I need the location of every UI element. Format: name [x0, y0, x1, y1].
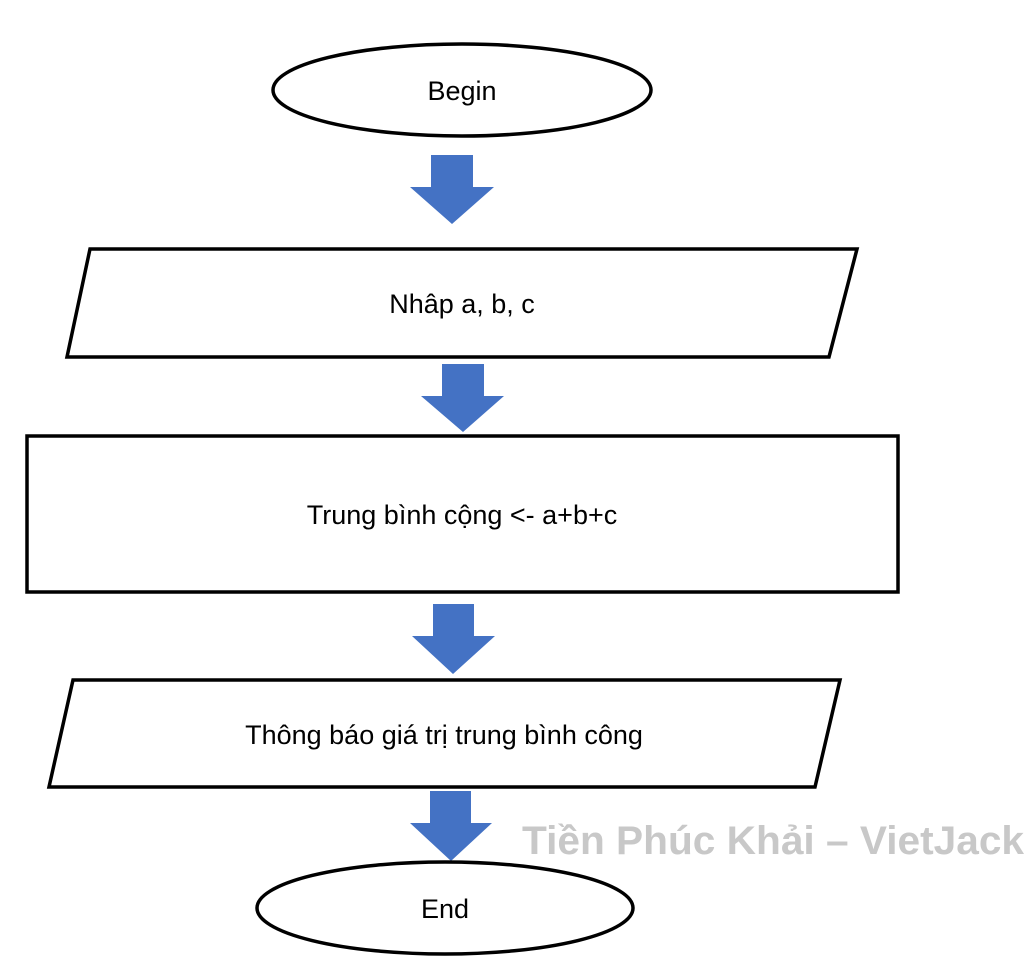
output-node: Thông báo giá trị trung bình công	[46, 678, 843, 789]
output-label: Thông báo giá trị trung bình công	[245, 720, 643, 750]
process-label: Trung bình cộng <- a+b+c	[307, 500, 617, 530]
flow-arrow-2	[421, 364, 504, 432]
watermark-text: Tiền Phúc Khải – VietJack	[522, 819, 1024, 863]
input-node: Nhâp a, b, c	[64, 247, 860, 359]
end-label: End	[421, 894, 469, 924]
begin-terminator-shape	[271, 42, 653, 138]
flow-arrow-3	[412, 604, 495, 674]
begin-node: Begin	[271, 42, 653, 138]
flow-arrow-1	[410, 155, 494, 224]
end-terminator-shape	[255, 860, 635, 956]
begin-label: Begin	[427, 76, 496, 106]
process-rectangle-shape	[25, 434, 900, 594]
input-label: Nhâp a, b, c	[389, 289, 535, 319]
end-node: End	[255, 860, 635, 956]
input-parallelogram-shape	[64, 247, 860, 359]
flow-arrow-4	[410, 791, 492, 861]
process-node: Trung bình cộng <- a+b+c	[25, 434, 900, 594]
output-parallelogram-shape	[46, 678, 843, 789]
